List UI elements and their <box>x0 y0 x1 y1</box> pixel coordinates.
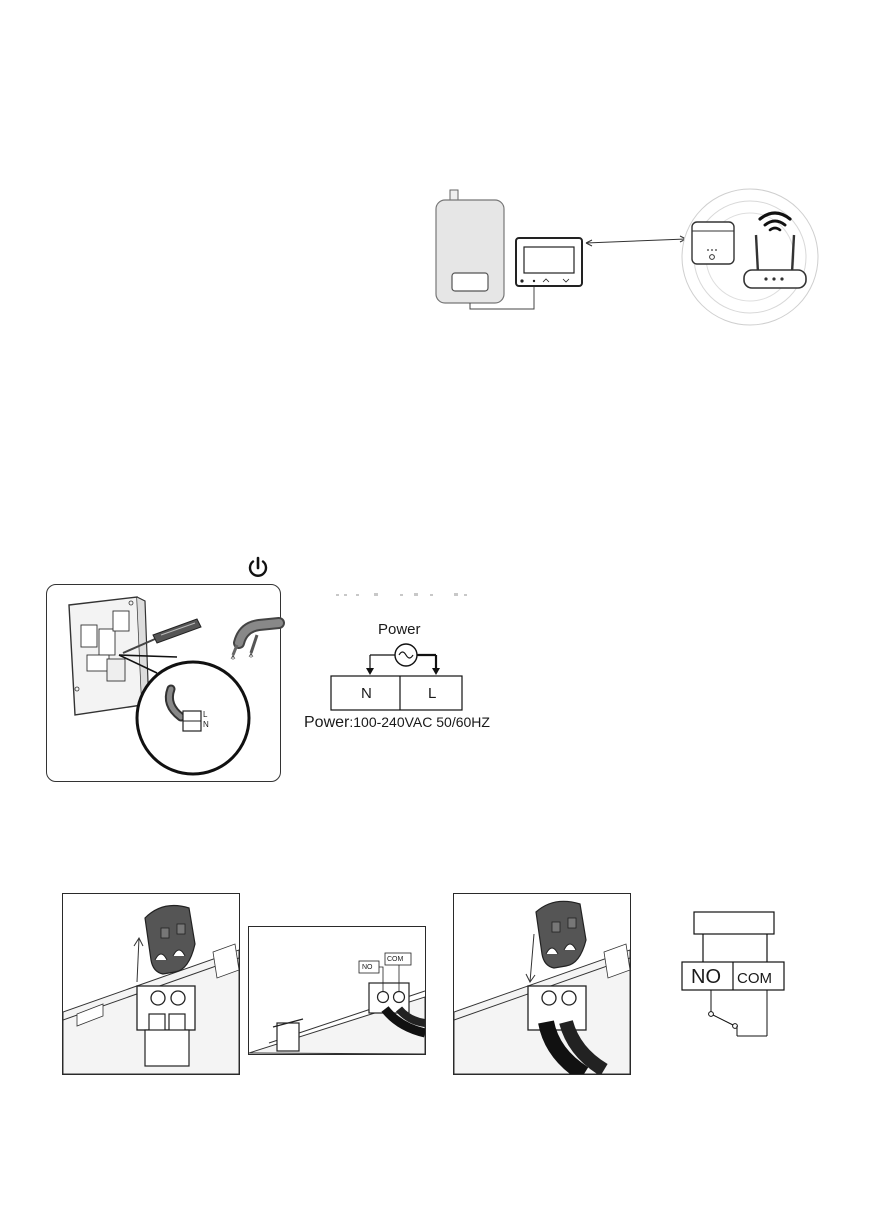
connector-clip-illustration <box>536 901 586 968</box>
arrow-up-icon <box>134 938 143 982</box>
power-cable-illustration <box>231 623 279 660</box>
terminal-label-l: L <box>203 710 207 719</box>
terminal-l-label: L <box>428 685 436 702</box>
relay-step-remove-connector <box>62 893 240 1075</box>
thermostat-illustration <box>516 238 582 286</box>
arrow-down-icon <box>526 934 535 982</box>
gateway-illustration <box>692 222 734 264</box>
ac-source-icon <box>395 644 417 666</box>
power-spec-text: Power:100-240VAC 50/60HZ <box>304 714 490 732</box>
terminal-closeup-circle <box>137 662 249 774</box>
wireless-link-arrow <box>586 236 686 246</box>
connector-clip-illustration <box>145 906 195 974</box>
power-title: Power <box>378 621 421 638</box>
power-icon <box>246 556 270 580</box>
relay-step-insert-connector <box>453 893 631 1075</box>
terminal-n-label: N <box>361 685 372 702</box>
relay-label-com: COM <box>737 970 772 987</box>
photo-label-no: NO <box>362 964 373 971</box>
relay-schematic: NO COM <box>681 910 787 1040</box>
relay-label-no: NO <box>691 966 721 989</box>
terminal-label-n: N <box>203 720 209 729</box>
power-schematic <box>330 638 470 712</box>
faded-scan-marks <box>336 592 476 598</box>
wiring-installation-panel: L N <box>46 584 281 782</box>
relay-step-terminal-labels: NO COM <box>248 926 426 1055</box>
photo-label-com: COM <box>387 956 403 963</box>
system-connection-diagram <box>430 185 820 330</box>
boiler-illustration <box>436 190 504 303</box>
power-spec-value: :100-240VAC 50/60HZ <box>349 714 490 730</box>
power-spec-prefix: Power <box>304 714 349 731</box>
